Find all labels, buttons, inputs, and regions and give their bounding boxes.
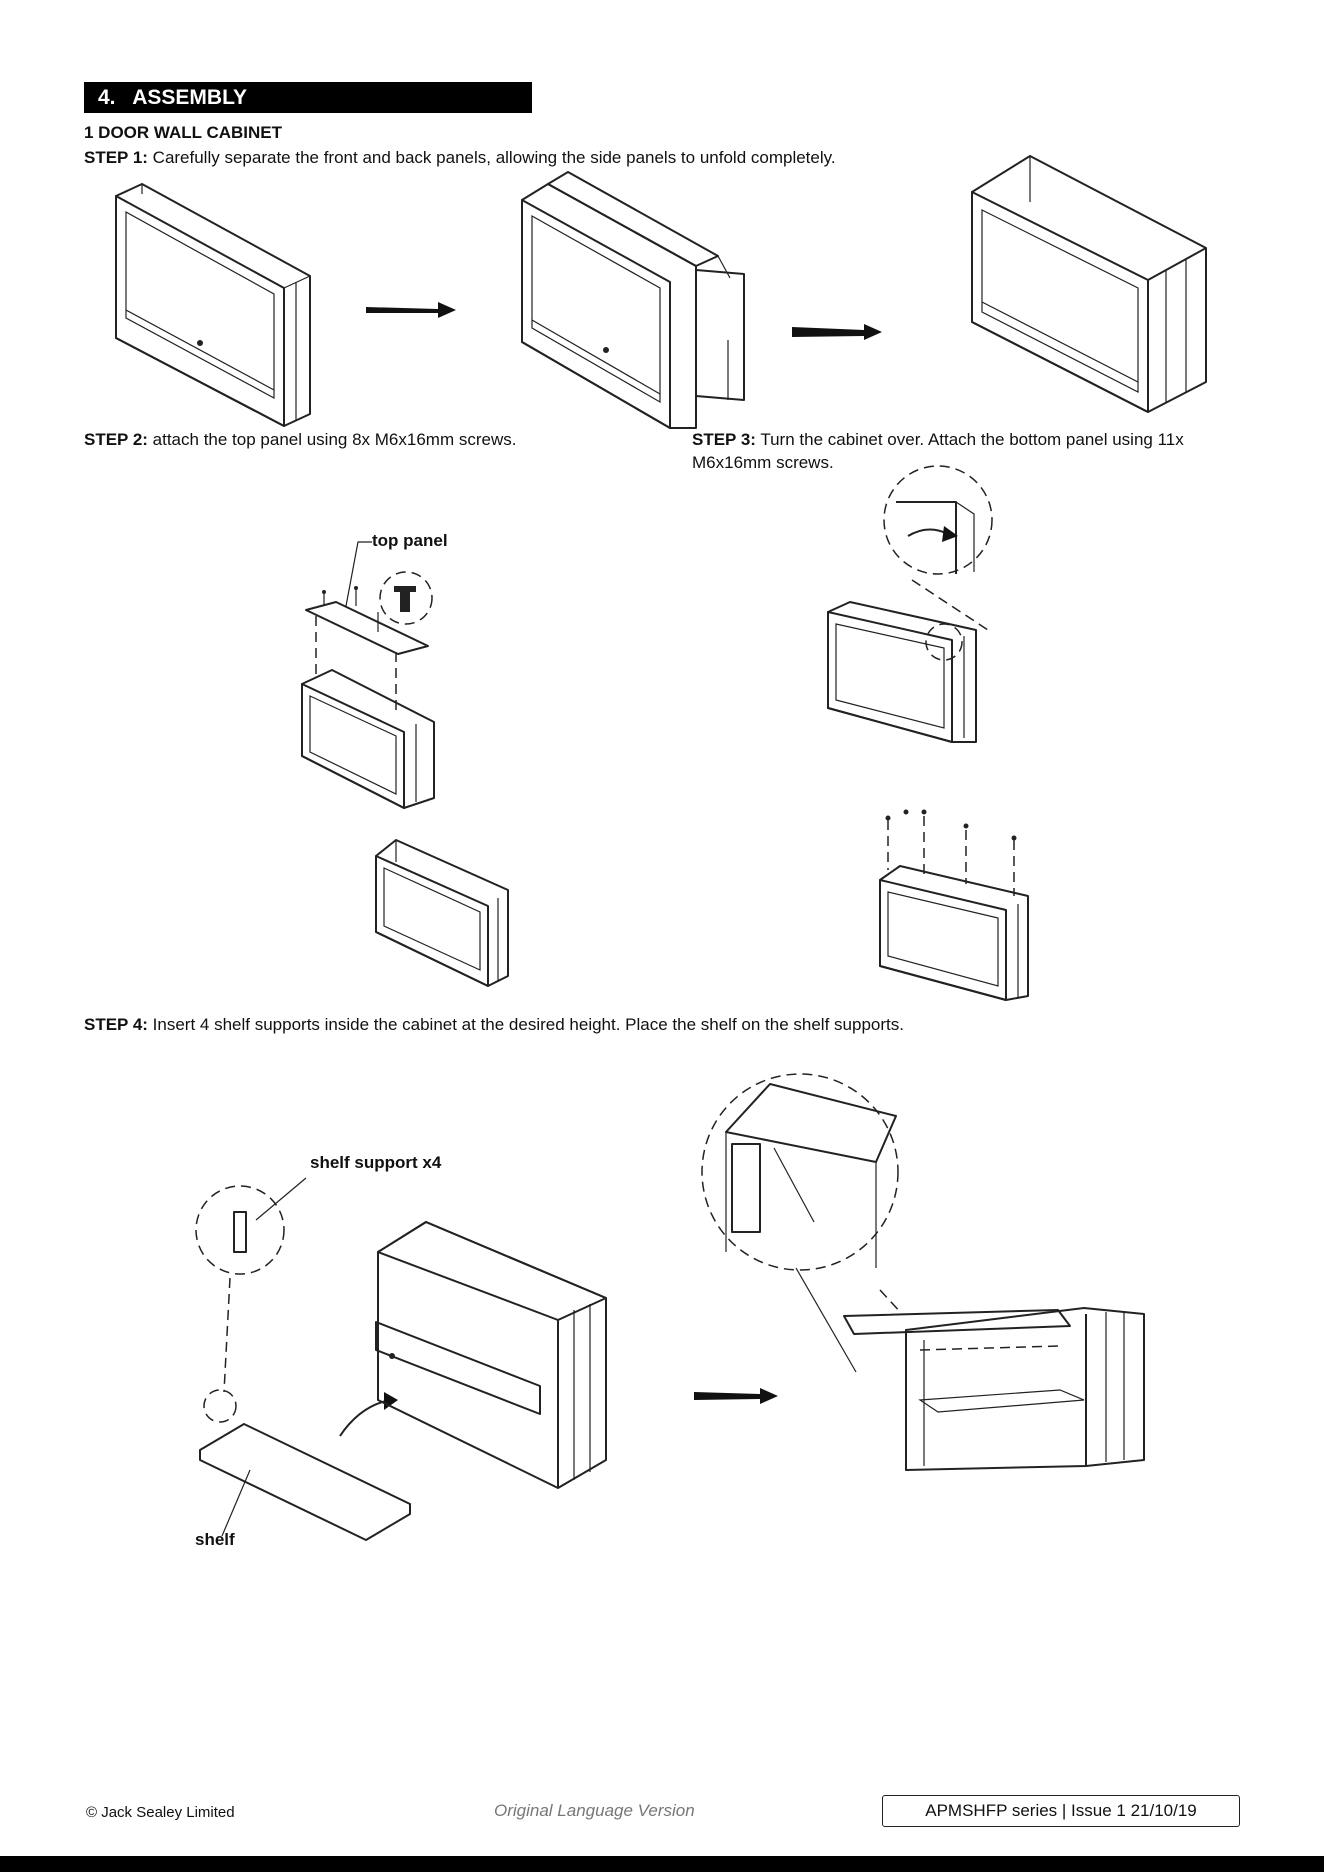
step1-unfolded-cabinet-figure [971, 155, 1207, 413]
section-header: 4. ASSEMBLY [84, 82, 532, 113]
step-3-label: STEP 3: [692, 430, 756, 449]
step4-shelf-insertion-figure [195, 1177, 607, 1541]
footer-copyright: © Jack Sealey Limited [86, 1804, 235, 1821]
step1-arrow [366, 302, 456, 318]
step-2-body: attach the top panel using 8x M6x16mm sc… [147, 430, 517, 449]
step-1-label: STEP 1: [84, 148, 148, 167]
page-bottom-rule [0, 1856, 1324, 1872]
step4-detail-magnifier-figure [701, 1073, 899, 1373]
step-4-body: Insert 4 shelf supports inside the cabin… [147, 1015, 904, 1034]
step4-cabinet-with-shelf-figure [843, 1289, 1145, 1471]
step-3-body: Turn the cabinet over. Attach the bottom… [692, 430, 1184, 472]
step4-arrow [694, 1388, 778, 1404]
top-panel-callout: top panel [372, 531, 448, 550]
step-3-text: STEP 3: Turn the cabinet over. Attach th… [692, 428, 1212, 474]
step-4-text: STEP 4: Insert 4 shelf supports inside t… [84, 1013, 904, 1036]
step-1-body: Carefully separate the front and back pa… [147, 148, 836, 167]
step-2-label: STEP 2: [84, 430, 148, 449]
step2-assembled-cabinet-figure [375, 839, 509, 987]
step3-assembled-cabinet-figure [879, 809, 1029, 1001]
section-title: ASSEMBLY [132, 86, 248, 109]
step-1-text: STEP 1: Carefully separate the front and… [84, 146, 836, 169]
step2-top-panel-exploded-figure [301, 541, 435, 809]
footer-model-info: APMSHFP series | Issue 1 21/10/19 [882, 1795, 1240, 1827]
step1-folded-cabinet-figure [115, 183, 311, 427]
footer-language-version: Original Language Version [494, 1801, 695, 1820]
shelf-callout: shelf [195, 1530, 235, 1549]
subtitle: 1 DOOR WALL CABINET [84, 123, 283, 142]
step1-arrow-2 [792, 324, 882, 340]
section-number: 4. [98, 86, 116, 109]
step1-unfolding-cabinet-figure [521, 171, 745, 429]
shelf-support-callout: shelf support x4 [310, 1153, 442, 1172]
step3-bottom-panel-figure [827, 465, 993, 743]
step-2-text: STEP 2: attach the top panel using 8x M6… [84, 428, 516, 451]
step-4-label: STEP 4: [84, 1015, 148, 1034]
